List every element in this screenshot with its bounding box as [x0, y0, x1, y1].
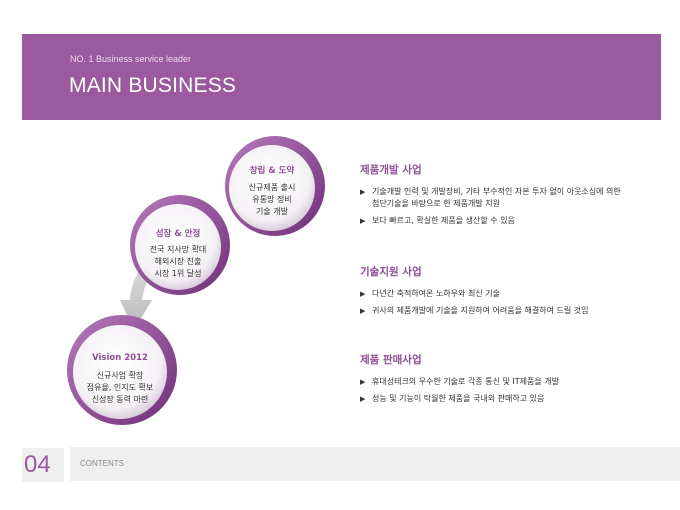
triangle-bullet-icon: ▶ [360, 395, 366, 403]
circle-2-lines: 전국 지사망 확대 해외시장 진출 시장 1위 달성 [138, 244, 218, 280]
list-item-text: 기술개발 인력 및 개발장비, 기타 부수적인 자본 투자 없이 아웃소싱에 의… [372, 187, 621, 208]
section-heading: 제품 판매사업 [360, 354, 422, 366]
footer-bar: CONTENTS [70, 447, 680, 481]
triangle-bullet-icon: ▶ [360, 378, 366, 386]
circle-3-inner [73, 325, 167, 419]
circle-1-inner [229, 145, 315, 231]
triangle-bullet-icon: ▶ [360, 188, 366, 196]
page-title: MAIN BUSINESS [69, 74, 237, 97]
circle-1-lines: 신규제품 출시 유통망 정비 기술 개발 [232, 182, 312, 218]
triangle-bullet-icon: ▶ [360, 307, 366, 315]
list-item: ▶ 보다 빠르고, 확실한 제품을 생산할 수 있음 [360, 215, 622, 227]
list-item-text: 귀사의 제품개발에 기술을 지원하여 어려움을 해결하여 드릴 것임 [372, 306, 589, 315]
section-product-sales: 제품 판매사업 ▶ 휴대성테크의 우수한 기술로 각종 통신 및 IT제품을 개발… [360, 352, 622, 410]
list-item: ▶ 귀사의 제품개발에 기술을 지원하여 어려움을 해결하여 드릴 것임 [360, 305, 622, 317]
circle-3-line: 신성장 동력 마련 [91, 395, 149, 404]
circle-1-line: 기술 개발 [256, 207, 288, 216]
circle-3-line: 점유율, 인지도 확보 [86, 383, 154, 392]
triangle-bullet-icon: ▶ [360, 217, 366, 225]
list-item: ▶ 기술개발 인력 및 개발장비, 기타 부수적인 자본 투자 없이 아웃소싱에 … [360, 186, 622, 210]
circle-1-line: 신규제품 출시 [248, 183, 296, 192]
section-product-development: 제품개발 사업 ▶ 기술개발 인력 및 개발장비, 기타 부수적인 자본 투자 없… [360, 162, 622, 232]
triangle-bullet-icon: ▶ [360, 290, 366, 298]
circle-3-title: Vision 2012 [92, 353, 148, 363]
list-item-text: 휴대성테크의 우수한 기술로 각종 통신 및 IT제품을 개발 [372, 377, 559, 386]
circle-3-lines: 신규사업 확장 점유율, 인지도 확보 신성장 동력 마련 [75, 370, 165, 406]
list-item-text: 보다 빠르고, 확실한 제품을 생산할 수 있음 [372, 216, 515, 225]
section-heading: 기술지원 사업 [360, 266, 422, 278]
circle-2-line: 해외시장 진출 [154, 257, 202, 266]
circle-2-line: 전국 지사망 확대 [149, 245, 207, 254]
section-technical-support: 기술지원 사업 ▶ 다년간 축적하여온 노하우와 최신 기술 ▶ 귀사의 제품개발에… [360, 264, 622, 322]
list-item-text: 성능 및 기능이 탁월한 제품을 국내외 판매하고 있음 [372, 394, 545, 403]
circle-2-inner [135, 204, 221, 290]
list-item: ▶ 성능 및 기능이 탁월한 제품을 국내외 판매하고 있음 [360, 393, 622, 405]
circle-3-line: 신규사업 확장 [96, 371, 144, 380]
circle-2-title: 성장 & 안정 [155, 229, 201, 239]
list-item: ▶ 다년간 축적하여온 노하우와 최신 기술 [360, 288, 622, 300]
circle-2-line: 시장 1위 달성 [154, 269, 202, 278]
circle-1-line: 유통망 정비 [252, 195, 292, 204]
list-item: ▶ 휴대성테크의 우수한 기술로 각종 통신 및 IT제품을 개발 [360, 376, 622, 388]
section-heading: 제품개발 사업 [360, 164, 422, 176]
list-item-text: 다년간 축적하여온 노하우와 최신 기술 [372, 289, 500, 298]
page-number: 04 [22, 448, 64, 482]
footer-label: CONTENTS [80, 459, 124, 468]
header-banner: NO. 1 Business service leader MAIN BUSIN… [22, 34, 661, 120]
circle-1-title: 창립 & 도약 [249, 166, 295, 176]
header-subtitle: NO. 1 Business service leader [70, 54, 192, 64]
